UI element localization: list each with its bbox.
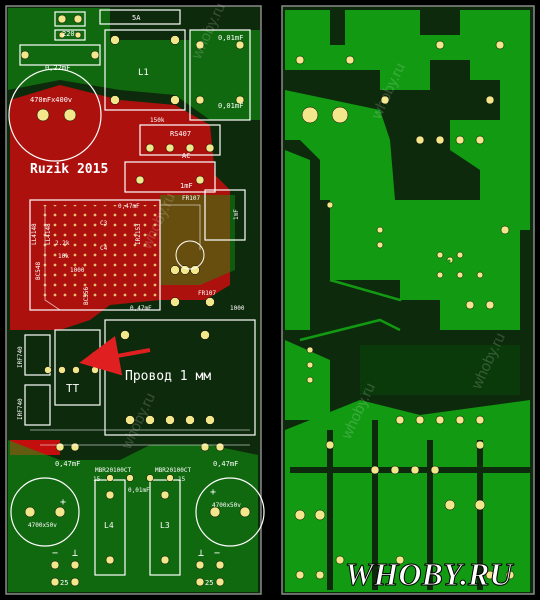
label-fr107: FR107 <box>182 195 200 202</box>
green-copper-bottom <box>8 440 258 592</box>
label-bc548: BC548 <box>35 262 42 280</box>
label-irf740-a: IRF740 <box>17 346 24 368</box>
signature: Ruzik 2015 <box>30 162 108 177</box>
label-ll4148-a: LL4148 <box>31 223 38 245</box>
label-15b: 15 <box>178 476 186 483</box>
label-bigcap: 470mFx400v <box>30 96 72 104</box>
watermark-site: WHOBY.RU <box>345 556 514 592</box>
label-047mf-a: 0,47mF <box>118 203 140 210</box>
label-001mf-top: 0,01mF <box>218 34 243 42</box>
label-mbr-left: MBR20100CT <box>95 467 132 474</box>
label-001mf-b: 0,01mF <box>218 102 243 110</box>
label-c4: C4 <box>100 245 108 252</box>
label-plus-right: + <box>210 487 216 498</box>
label-220: 220 <box>62 30 75 38</box>
label-l4: L4 <box>104 521 114 530</box>
label-1mf: 1mF <box>180 182 193 190</box>
green-copper-top <box>8 8 260 120</box>
label-022mf: 0,22mF <box>45 64 70 72</box>
label-gnd-right: ⊥ <box>198 548 204 559</box>
label-tt: TT <box>66 382 80 395</box>
label-15a: 15 <box>93 476 101 483</box>
label-bc556: BC556 <box>83 287 90 305</box>
smd-area <box>40 205 160 300</box>
label-plus-left: + <box>60 497 66 508</box>
label-minus-right: − <box>214 548 220 559</box>
label-fr107-b: FR107 <box>198 290 216 297</box>
label-22k: 2.2k <box>55 240 70 247</box>
label-ac: AC <box>182 152 190 160</box>
label-bigcap-bl: 4700x50v <box>28 522 57 529</box>
label-c3: C3 <box>100 220 108 227</box>
label-gnd-left: ⊥ <box>72 548 78 559</box>
label-fuse: 5A <box>132 14 141 22</box>
left-board: 220 0,22mF 5A 0,01mF L1 0,01mF 470mFx400… <box>5 5 265 595</box>
label-047mf-c: 0,47mF <box>55 460 80 468</box>
label-mf-side: 1mF <box>233 209 240 220</box>
label-ll4148-b: LL4148 <box>45 223 52 245</box>
label-1000: 1000 <box>70 267 85 274</box>
label-rs407: RS407 <box>170 130 191 138</box>
label-25-left: 25 <box>60 579 68 587</box>
annotation-arrow <box>79 336 151 376</box>
label-ir2153: IR2153 <box>135 223 142 245</box>
annotation-text: Провод 1 мм <box>125 369 211 384</box>
label-25-right: 25 <box>205 579 213 587</box>
copper-pours <box>285 10 530 592</box>
label-irf740-b: IRF740 <box>17 398 24 420</box>
label-mbr-right: MBR20100CT <box>155 467 192 474</box>
label-047mf-d: 0,47mF <box>213 460 238 468</box>
label-1000-b: 1000 <box>230 305 245 312</box>
ic-outline <box>175 240 205 270</box>
label-l1: L1 <box>138 68 149 78</box>
label-001mf-c: 0,01mF <box>128 487 150 494</box>
label-l3: L3 <box>160 521 170 530</box>
label-047mf-b: 0,47mF <box>130 305 152 312</box>
label-bigcap-br: 4700x50v <box>212 502 241 509</box>
label-150k: 150k <box>150 117 165 124</box>
label-minus-left: − <box>52 548 58 559</box>
right-board <box>281 5 535 595</box>
green-copper-middle <box>160 195 235 285</box>
label-10k: 10k <box>58 253 69 260</box>
